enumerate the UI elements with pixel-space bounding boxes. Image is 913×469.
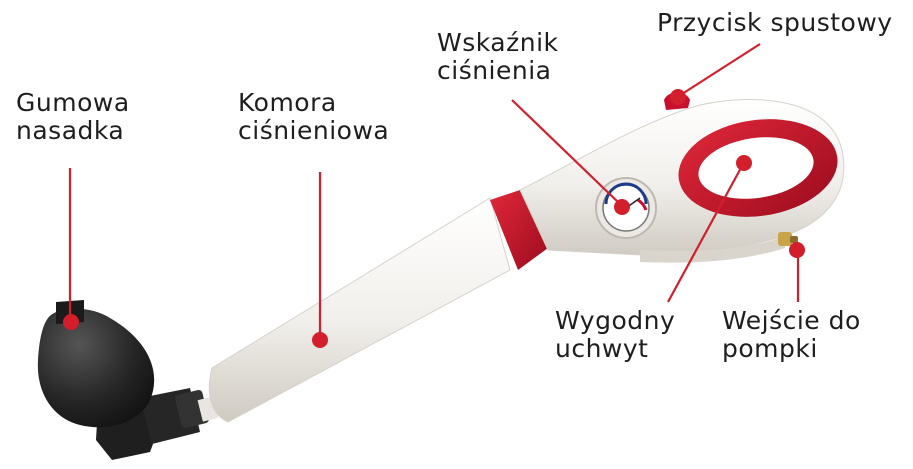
label-comfortable-handle-line2: uchwyt bbox=[555, 335, 675, 363]
pressure-chamber-body bbox=[209, 198, 510, 422]
label-trigger-button-line1: Przycisk spustowy bbox=[657, 9, 893, 37]
label-pressure-gauge: Wskaźnik ciśnienia bbox=[437, 29, 559, 85]
label-pressure-chamber: Komora ciśnieniowa bbox=[238, 89, 389, 145]
label-comfortable-handle-line1: Wygodny bbox=[555, 307, 675, 335]
label-rubber-nozzle-line1: Gumowa bbox=[16, 89, 130, 117]
label-pressure-gauge-line1: Wskaźnik bbox=[437, 29, 559, 57]
label-rubber-nozzle: Gumowa nasadka bbox=[16, 89, 130, 145]
label-trigger-button: Przycisk spustowy bbox=[657, 9, 893, 37]
rubber-nozzle bbox=[38, 300, 154, 427]
label-pump-inlet: Wejście do pompki bbox=[722, 307, 861, 363]
label-comfortable-handle: Wygodny uchwyt bbox=[555, 307, 675, 363]
label-pressure-gauge-line2: ciśnienia bbox=[437, 57, 559, 85]
label-pressure-chamber-line1: Komora bbox=[238, 89, 389, 117]
label-rubber-nozzle-line2: nasadka bbox=[16, 117, 130, 145]
label-pressure-chamber-line2: ciśnieniowa bbox=[238, 117, 389, 145]
label-pump-inlet-line1: Wejście do bbox=[722, 307, 861, 335]
label-pump-inlet-line2: pompki bbox=[722, 335, 861, 363]
